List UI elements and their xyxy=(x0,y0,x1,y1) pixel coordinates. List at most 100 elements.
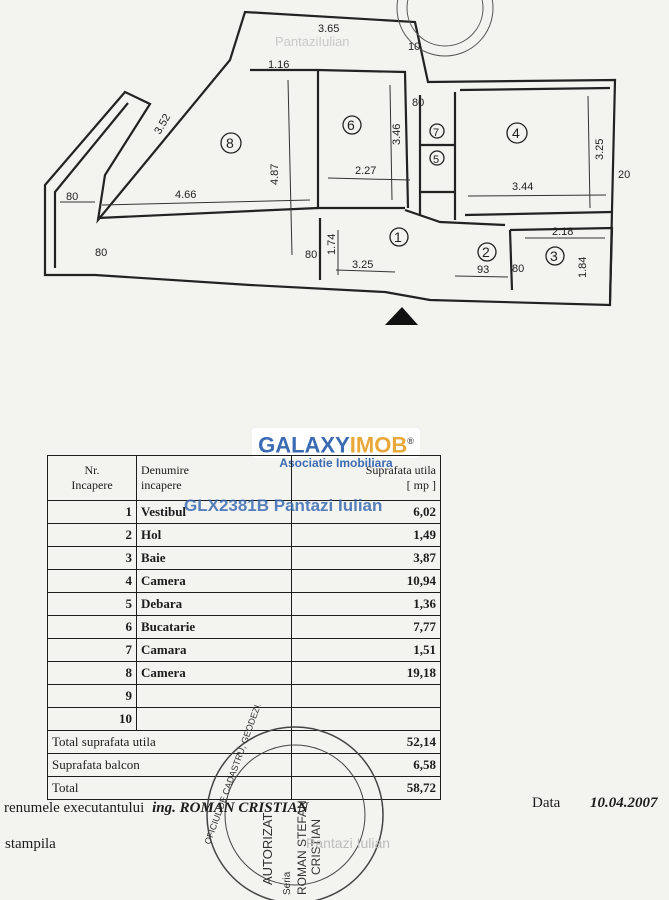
total-row: Total 58,72 xyxy=(47,776,441,800)
rooms-table: Nr. Incapere Denumire incapere Suprafata… xyxy=(47,455,441,800)
cell-nr: 8 xyxy=(47,661,137,685)
entrance-arrow-icon xyxy=(385,307,418,325)
dim-label: 80 xyxy=(66,191,78,203)
stamp-line: CRISTIAN xyxy=(309,819,323,875)
cadastre-stamp: AUTORIZAT Seria ROMAN STEFAN CRISTIAN OF… xyxy=(202,705,384,900)
table-row: 1 Vestibul 6,02 xyxy=(47,500,441,524)
header-name: Denumire incapere xyxy=(136,455,292,501)
header-nr-line1: Nr. xyxy=(84,463,100,477)
cell-nr: 3 xyxy=(47,546,137,570)
cell-name: Camera xyxy=(136,569,292,593)
cell-area: 1,49 xyxy=(291,523,441,547)
stamp-label: stampila xyxy=(5,836,56,852)
registered-icon: ® xyxy=(407,436,414,446)
room-number-7: 7 xyxy=(433,127,439,139)
cell-nr: 7 xyxy=(47,638,137,662)
executant-line: renumele executantului ing. ROMAN CRISTI… xyxy=(4,800,308,817)
cell-name: Debara xyxy=(136,592,292,616)
dim-label: 1.74 xyxy=(326,234,338,255)
cell-area: 10,94 xyxy=(291,569,441,593)
header-nr: Nr. Incapere xyxy=(47,455,137,501)
table-row: 3 Baie 3,87 xyxy=(47,546,441,570)
cell-name: Baie xyxy=(136,546,292,570)
total-usable-label: Total suprafata utila xyxy=(47,730,292,754)
grand-total-value: 58,72 xyxy=(291,776,441,800)
stamp-line: Seria xyxy=(282,871,293,895)
table-row: 5 Debara 1,36 xyxy=(47,592,441,616)
executant-label: renumele executantului xyxy=(4,800,145,816)
header-name-line2: incapere xyxy=(141,478,182,492)
dim-label: 80 xyxy=(95,247,107,259)
rooms-table-wrapper: Nr. Incapere Denumire incapere Suprafata… xyxy=(47,455,441,800)
dim-label: 93 xyxy=(477,264,489,276)
table-row: 7 Camara 1,51 xyxy=(47,638,441,662)
stamp-line: ROMAN STEFAN xyxy=(295,800,309,895)
floor-plan: 8 6 4 7 5 1 2 3 3.65 1.16 3.52 4.87 4.66… xyxy=(43,0,630,325)
table-row: 10 xyxy=(47,707,441,731)
dim-label: 20 xyxy=(618,169,630,181)
dim-label: 4.87 xyxy=(269,164,281,185)
cell-nr: 6 xyxy=(47,615,137,639)
logo-wordmark: GALAXYIMOB® xyxy=(252,428,420,459)
cell-nr: 10 xyxy=(47,707,137,731)
cell-name: Bucatarie xyxy=(136,615,292,639)
dim-label: 80 xyxy=(512,263,524,275)
watermark-text: Pantazi Iulian xyxy=(306,835,391,851)
room-number-8: 8 xyxy=(226,135,234,151)
table-row: 2 Hol 1,49 xyxy=(47,523,441,547)
executant-name: ing. ROMAN CRISTIAN xyxy=(152,800,309,816)
total-row: Total suprafata utila 52,14 xyxy=(47,730,441,754)
dim-label: 3.25 xyxy=(352,259,373,271)
watermark: Pantazi Iulian xyxy=(306,835,390,853)
header-area-line1: Suprafata utila xyxy=(365,463,436,477)
room-number-1: 1 xyxy=(394,229,402,245)
cell-area: 6,02 xyxy=(291,500,441,524)
header-area-line2: [ mp ] xyxy=(406,478,436,492)
balcony-value: 6,58 xyxy=(291,753,441,777)
dim-label: 3.65 xyxy=(318,23,339,35)
cell-area: 19,18 xyxy=(291,661,441,685)
cell-area: 3,87 xyxy=(291,546,441,570)
table-row: 9 xyxy=(47,684,441,708)
cell-name: Hol xyxy=(136,523,292,547)
cell-nr: 1 xyxy=(47,500,137,524)
header-nr-line2: Incapere xyxy=(71,478,113,492)
date-value: 10.04.2007 xyxy=(590,795,658,811)
cell-name: Camara xyxy=(136,638,292,662)
table-row: 4 Camera 10,94 xyxy=(47,569,441,593)
dim-label: 1.16 xyxy=(268,59,289,71)
cell-area: 1,36 xyxy=(291,592,441,616)
table-row: 8 Camera 19,18 xyxy=(47,661,441,685)
table-row: 6 Bucatarie 7,77 xyxy=(47,615,441,639)
dim-label: 2.27 xyxy=(355,165,376,177)
cell-name xyxy=(136,684,292,708)
table-header-row: Nr. Incapere Denumire incapere Suprafata… xyxy=(47,455,441,501)
logo-brand-right: IMOB xyxy=(349,432,408,458)
stamp-line: AUTORIZAT xyxy=(260,812,275,885)
dim-label: 4.66 xyxy=(175,189,196,201)
cell-area xyxy=(291,707,441,731)
total-row: Suprafata balcon 6,58 xyxy=(47,753,441,777)
listing-id-watermark: GLX2381B Pantazi Iulian xyxy=(184,496,383,515)
logo-brand-left: GALAXY xyxy=(258,432,350,458)
header-area: Suprafata utila [ mp ] xyxy=(291,455,441,501)
dim-label: 3.46 xyxy=(391,124,403,145)
cell-area: 1,51 xyxy=(291,638,441,662)
room-number-3: 3 xyxy=(550,248,558,264)
header-name-line1: Denumire xyxy=(141,463,189,477)
room-number-6: 6 xyxy=(347,117,355,133)
cell-name: Camera xyxy=(136,661,292,685)
cell-nr: 2 xyxy=(47,523,137,547)
dim-label: 2.18 xyxy=(552,226,573,238)
room-number-2: 2 xyxy=(482,244,490,260)
cell-nr: 4 xyxy=(47,569,137,593)
dim-label: 3.25 xyxy=(594,139,606,160)
dim-label: 10 xyxy=(408,41,420,53)
room-number-5: 5 xyxy=(433,154,439,166)
dim-label: 80 xyxy=(412,97,424,109)
watermark: PantaziIulian xyxy=(275,34,349,49)
dim-label: 1.84 xyxy=(577,257,589,278)
balcony-label: Suprafata balcon xyxy=(47,753,292,777)
cell-nr: 5 xyxy=(47,592,137,616)
dim-label: 3.44 xyxy=(512,181,533,193)
